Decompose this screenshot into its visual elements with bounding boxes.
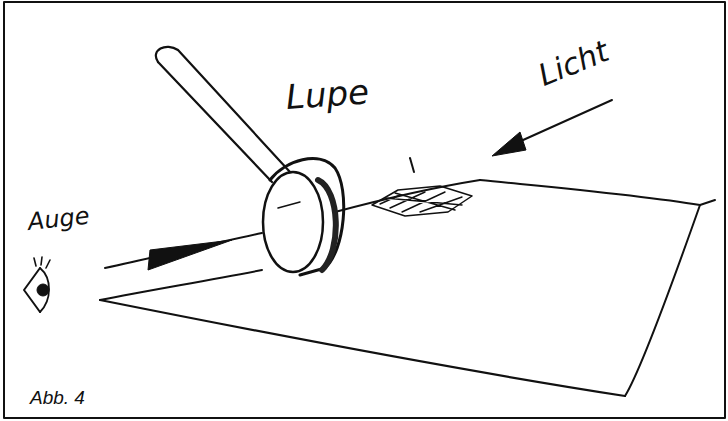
paper-front-edge	[100, 300, 625, 396]
paper-tick	[410, 158, 414, 172]
paper-left-edge	[100, 270, 262, 300]
magnifier-handle	[156, 47, 290, 172]
lens-highlight	[278, 202, 300, 208]
light-label: Licht	[534, 36, 612, 91]
eye-pupil	[37, 284, 49, 296]
specimen	[372, 186, 472, 216]
paper-back-edge	[480, 180, 700, 205]
lens-glass	[263, 172, 323, 272]
eye-label: Auge	[27, 204, 91, 234]
part-name: Lupe	[285, 74, 370, 114]
frame-border	[4, 2, 725, 418]
sight-arrowhead	[148, 240, 232, 270]
eye-lashes	[34, 257, 50, 268]
lens-shadow	[318, 180, 336, 270]
light-arrowhead	[492, 132, 526, 156]
figure-caption: Abb. 4	[30, 388, 85, 407]
paper-right-edge	[625, 205, 700, 396]
light-arrow	[512, 100, 612, 145]
specimen-hatching	[380, 192, 462, 212]
magnifier-handle	[158, 62, 272, 182]
paper-back-edge	[335, 180, 480, 212]
paper-corner	[700, 200, 715, 205]
